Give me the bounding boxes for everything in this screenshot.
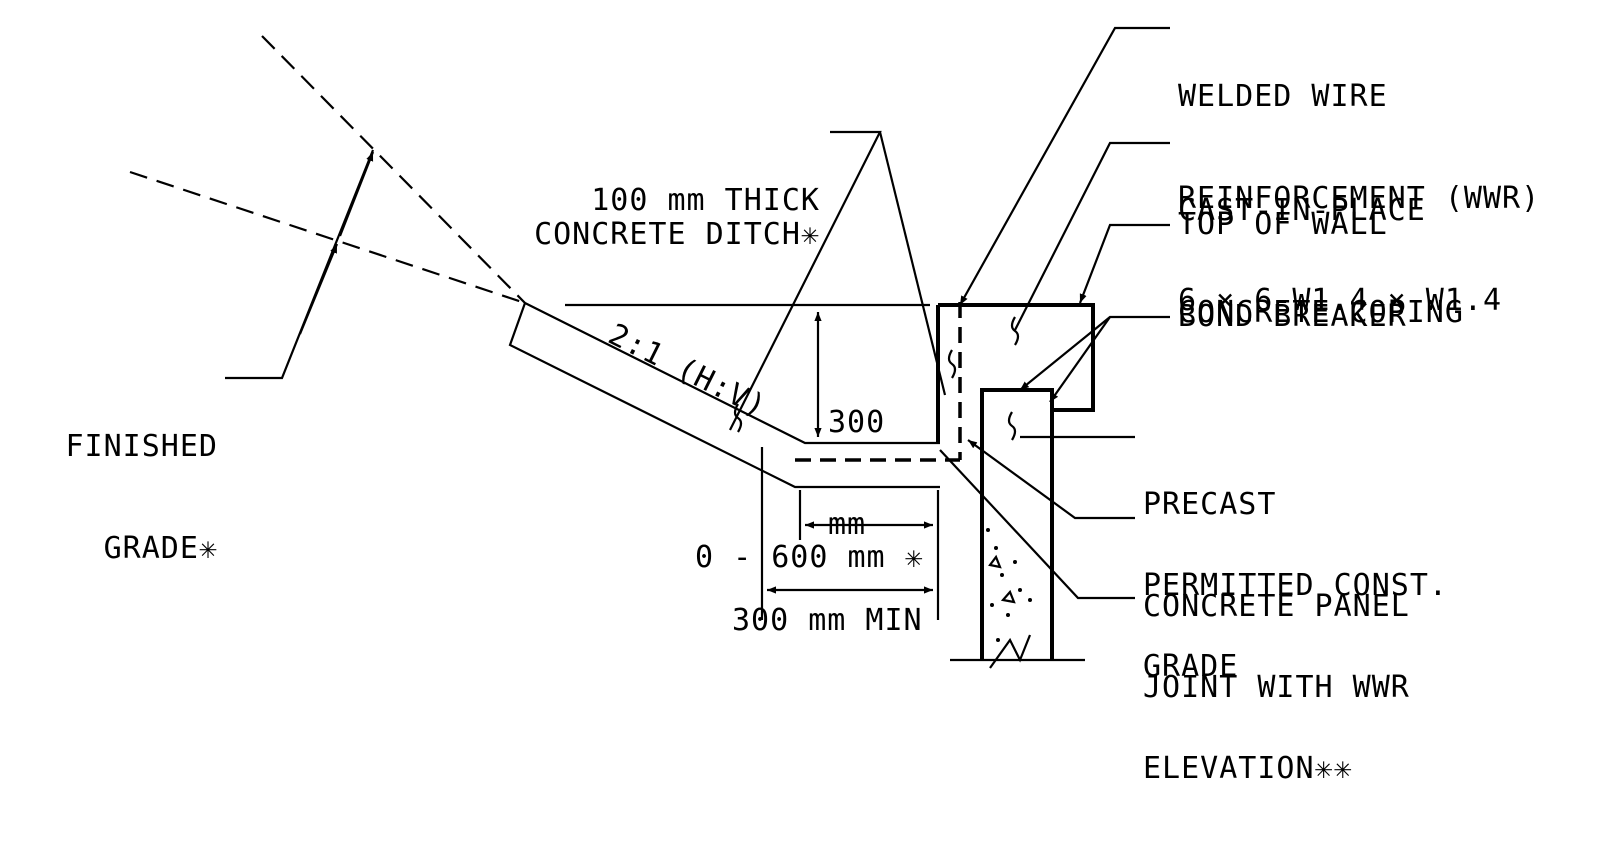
- concrete-ditch: [508, 302, 960, 489]
- wall-coping-detail-drawing: WELDED WIRE REINFORCEMENT (WWR) 6 × 6-W1…: [65, 26, 1541, 786]
- width-dimensions: [760, 447, 940, 620]
- leaders: [729, 26, 1170, 600]
- concrete-ditch-label-line2: CONCRETE DITCH✳: [534, 217, 820, 252]
- finished-grade-lines: [129, 35, 526, 305]
- top-of-wall-label: TOP OF WALL: [1178, 207, 1388, 242]
- aggregate-dots: [986, 528, 1032, 642]
- coping-label: CAST-IN-PLACE CONCRETE COPING: [1178, 193, 1464, 330]
- width-range-label: 0 - 600 mm ✳: [695, 540, 924, 575]
- height-dimension-label: 300 mm: [828, 405, 886, 542]
- grade-elevation-label: GRADE ELEVATION✳✳: [1143, 649, 1353, 786]
- concrete-ditch-label: 100 mm THICK: [591, 183, 820, 218]
- break-symbols: [733, 316, 1020, 441]
- precast-panel-label: PRECAST CONCRETE PANEL: [1143, 487, 1410, 624]
- finished-grade-label: FINISHED GRADE✳: [65, 429, 218, 566]
- bond-breaker-label: BOND BREAKER: [1178, 299, 1407, 334]
- precast-panel: [950, 388, 1085, 669]
- height-dimension: [565, 303, 930, 437]
- min-width-label: 300 mm MIN: [732, 603, 923, 638]
- detail-linework: [129, 26, 1170, 669]
- welded-wire-label: WELDED WIRE REINFORCEMENT (WWR) 6 × 6-W1…: [1178, 79, 1541, 318]
- finished-grade-leader: [225, 149, 375, 380]
